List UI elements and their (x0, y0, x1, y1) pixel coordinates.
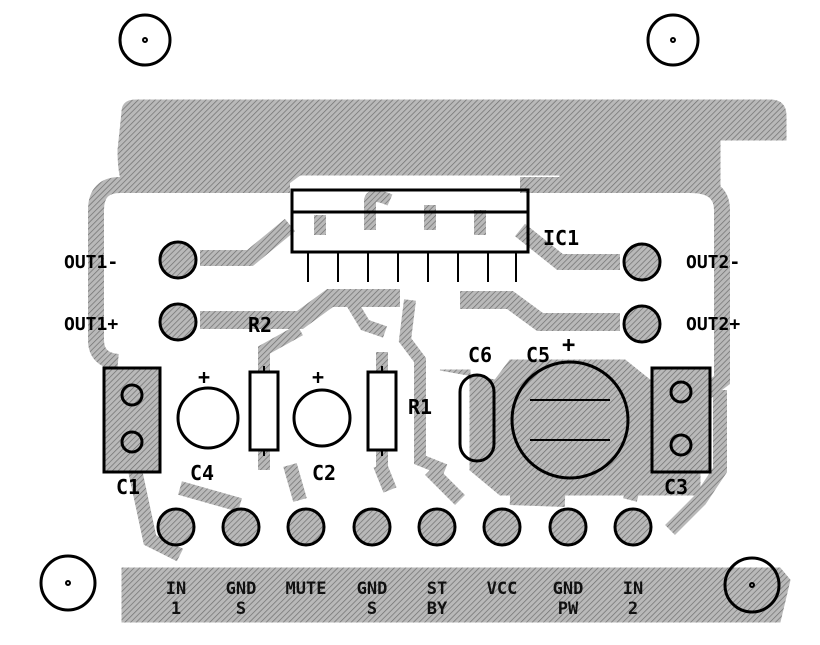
c2-plus: + (312, 365, 324, 389)
connector-labels: IN 1 GND S MUTE GND S ST BY VCC GND PW I… (166, 579, 643, 619)
pin-label-line2: 1 (171, 599, 181, 619)
c4-outline (176, 386, 240, 450)
out2-trace (515, 223, 620, 270)
out1-plus-label: OUT1+ (64, 314, 118, 335)
out1-minus-label: OUT1- (64, 252, 118, 273)
pin-label-line1: GND (553, 579, 584, 599)
out2-minus-pad (622, 242, 662, 282)
r2-outline (248, 370, 280, 452)
ic-pin-traces (314, 190, 486, 476)
left-bottom-trace (128, 468, 184, 562)
r1-outline (366, 370, 398, 452)
out1-minus-pad (158, 240, 198, 280)
right-outer-trace (520, 177, 730, 399)
bottom-bus (178, 458, 647, 512)
pin-label-line1: IN (623, 579, 643, 599)
pin-label-line1: GND (226, 579, 257, 599)
c3-copper (653, 369, 709, 471)
connector-pad-gnd-s-2 (352, 507, 392, 547)
c3-outline (650, 366, 712, 474)
connector-pad-mute (286, 507, 326, 547)
c2-outline (292, 388, 352, 448)
pin-label-line2: 2 (628, 599, 638, 619)
pin-label-line1: VCC (487, 579, 518, 599)
c5-plus: + (562, 333, 575, 358)
connector-pad-stby (417, 507, 457, 547)
top-copper-pour (117, 99, 787, 191)
connector-pad-gnd-pw (548, 507, 588, 547)
out1-trace (200, 218, 296, 266)
pin-label-line1: IN (166, 579, 186, 599)
mounting-holes (39, 13, 781, 614)
out1p-trace (200, 289, 400, 329)
out2p-trace (460, 291, 620, 331)
out2-plus-label: OUT2+ (686, 314, 740, 335)
connector-pad-gnd-s-1 (221, 507, 261, 547)
left-outer-trace (88, 177, 290, 370)
c2-label: C2 (312, 461, 336, 485)
connector-pad-vcc (482, 507, 522, 547)
mounting-hole-top-left (118, 13, 172, 67)
c4-label: C4 (190, 461, 214, 485)
c1-copper (105, 369, 159, 471)
c5-label: C5 (526, 343, 550, 367)
out2-plus-pad (622, 304, 662, 344)
r2-label: R2 (248, 313, 272, 337)
pin-label-line1: ST (427, 579, 447, 599)
c4-plus: + (198, 365, 210, 389)
connector-pad-in1 (156, 507, 196, 547)
ic1-label: IC1 (543, 226, 579, 250)
pin-label-line2: BY (427, 599, 448, 619)
right-column-trace (665, 390, 727, 535)
ic1-footprint: IC1 (290, 188, 579, 282)
mounting-hole-top-right (646, 13, 700, 67)
pin-label-line1: MUTE (286, 579, 327, 599)
c3-label: C3 (664, 475, 688, 499)
bottom-label-strip (121, 567, 791, 623)
pin-label-line2: S (367, 599, 377, 619)
connector-pad-in2 (613, 507, 653, 547)
copper-layer (88, 99, 791, 623)
mounting-hole-bottom-right (723, 556, 781, 614)
pin-label-line1: GND (357, 579, 388, 599)
c6-outline (458, 373, 496, 463)
c6-label: C6 (468, 343, 492, 367)
mounting-hole-bottom-left (39, 554, 97, 612)
out2-minus-label: OUT2- (686, 252, 740, 273)
pin-label-line2: S (236, 599, 246, 619)
components: C1 + C4 R2 + C2 R1 C6 C5 + C3 (102, 313, 712, 499)
output-pads: OUT1- OUT1+ OUT2- OUT2+ (64, 240, 740, 344)
pin-label-line2: PW (558, 599, 579, 619)
out1-plus-pad (158, 302, 198, 342)
c5-outline (510, 360, 630, 480)
r1-label: R1 (408, 395, 432, 419)
c1-label: C1 (116, 475, 140, 499)
connector-pads (156, 507, 653, 547)
c1-outline (102, 366, 162, 474)
